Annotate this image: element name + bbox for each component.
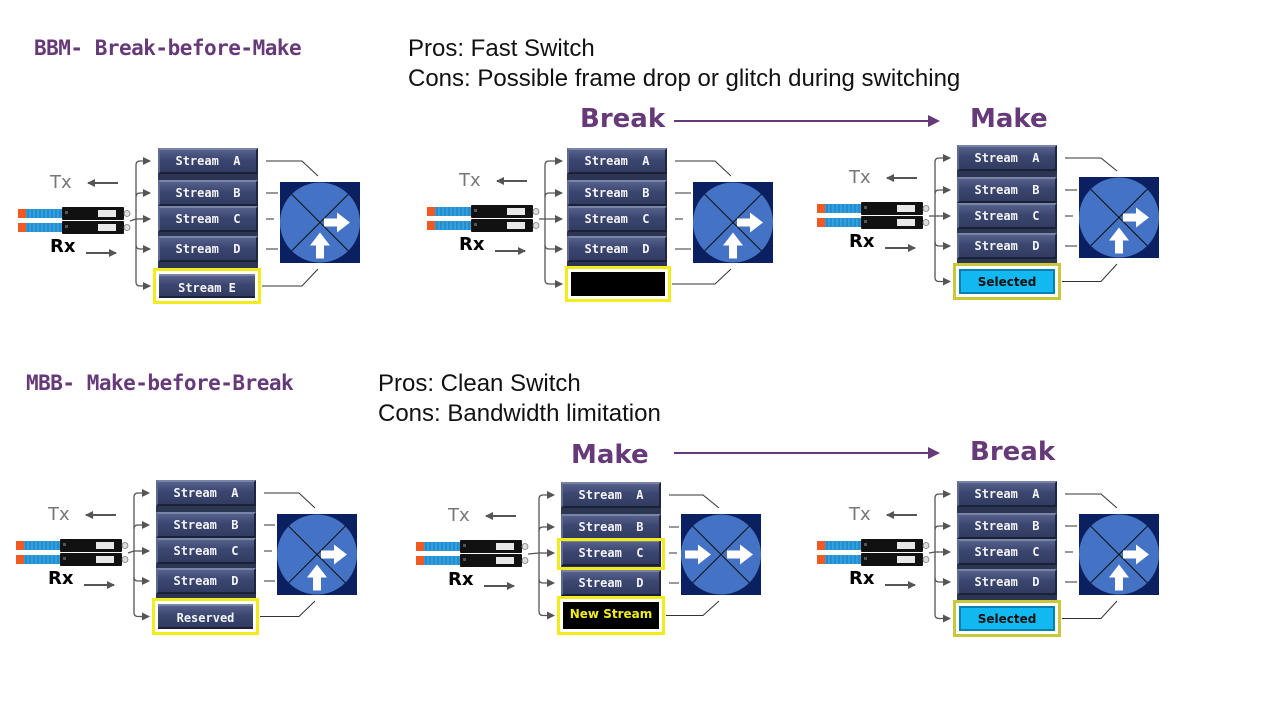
stream-d-button[interactable]: Stream D [567, 236, 667, 262]
stream-c-button[interactable]: Stream C [957, 203, 1057, 229]
stream-b-button[interactable]: Stream B [158, 180, 258, 206]
bbm-panel-1-tx-label: Tx [50, 172, 72, 193]
mbb-panel-3-tx-label: Tx [849, 504, 871, 525]
mbb-panel-2-slot-new[interactable]: New Stream [557, 596, 665, 635]
mbb-title: MBB- Make-before-Break [26, 371, 294, 395]
mbb-panel-2-rx-label: Rx [448, 569, 474, 590]
slot-label: New Stream [563, 602, 659, 629]
stream-c-button[interactable]: Stream C [957, 539, 1057, 565]
stream-a-button[interactable]: Stream A [561, 482, 661, 508]
mbb-panel-1-rx-label: Rx [48, 568, 74, 589]
slot-label: Selected [959, 269, 1055, 294]
stream-c-button[interactable]: Stream C [561, 540, 661, 566]
stream-d-button[interactable]: Stream D [957, 233, 1057, 259]
mbb-pros: Pros: Clean Switch [378, 370, 581, 397]
mbb-phase-arrow [674, 447, 940, 459]
slot-label: Stream E [159, 274, 255, 298]
bbm-panel-3-slot-selected[interactable]: Selected [953, 263, 1061, 300]
slot-label [571, 272, 665, 296]
stream-b-button[interactable]: Stream B [957, 513, 1057, 539]
bbm-panel-1-slot-highlighted[interactable]: Stream E [153, 268, 261, 304]
stream-a-button[interactable]: Stream A [158, 148, 258, 174]
bbm-phase-arrow [674, 115, 940, 127]
mbb-panel-3-graphics [817, 490, 1159, 623]
bbm-panel-3-tx-label: Tx [849, 167, 871, 188]
bbm-panel-2-rx-label: Rx [459, 234, 485, 255]
bbm-panel-1-graphics [18, 157, 360, 290]
bbm-panel-1-rx-label: Rx [50, 236, 76, 257]
stream-b-button[interactable]: Stream B [561, 514, 661, 540]
slot-label: Reserved [158, 604, 253, 629]
bbm-phase-break: Break [580, 104, 666, 134]
stream-a-button[interactable]: Stream A [567, 148, 667, 174]
stream-d-button[interactable]: Stream D [561, 570, 661, 596]
stream-c-button[interactable]: Stream C [158, 206, 258, 232]
stream-d-button[interactable]: Stream D [158, 236, 258, 262]
stream-a-button[interactable]: Stream A [957, 145, 1057, 171]
stream-highlight-border [557, 538, 665, 570]
stream-c-button[interactable]: Stream C [567, 206, 667, 232]
switch-two-way-icon [280, 182, 360, 263]
bbm-panel-2-slot-empty-black[interactable] [565, 266, 671, 302]
mbb-panel-2-tx-label: Tx [448, 505, 470, 526]
bbm-panel-3-rx-label: Rx [849, 231, 875, 252]
mbb-panel-1-tx-label: Tx [48, 504, 70, 525]
bbm-pros: Pros: Fast Switch [408, 35, 595, 62]
mbb-pros-cons: Pros: Clean Switch Cons: Bandwidth limit… [378, 369, 661, 429]
switch-two-way-icon [1079, 177, 1159, 258]
mbb-phase-make: Make [571, 440, 649, 470]
bbm-title: BBM- Break-before-Make [34, 36, 302, 60]
switch-two-way-icon [693, 182, 773, 263]
fiber-connector-icon [817, 202, 930, 229]
mbb-panel-2-graphics [416, 491, 761, 620]
stream-b-button[interactable]: Stream B [156, 512, 256, 538]
bbm-pros-cons: Pros: Fast Switch Cons: Possible frame d… [408, 34, 960, 94]
bbm-panel-2-tx-label: Tx [459, 170, 481, 191]
switch-dual-right-icon [681, 514, 761, 595]
bbm-phase-make: Make [970, 104, 1048, 134]
mbb-panel-3-rx-label: Rx [849, 568, 875, 589]
fiber-connector-icon [817, 539, 930, 566]
stream-a-button[interactable]: Stream A [957, 481, 1057, 507]
bbm-cons: Cons: Possible frame drop or glitch duri… [408, 65, 961, 92]
bbm-panel-2-graphics [427, 157, 773, 288]
fiber-connector-icon [416, 540, 529, 567]
mbb-panel-1-graphics [16, 489, 357, 621]
stream-b-button[interactable]: Stream B [957, 177, 1057, 203]
mbb-panel-3-slot-selected[interactable]: Selected [953, 600, 1061, 637]
mbb-panel-1-slot-highlighted[interactable]: Reserved [152, 598, 259, 635]
mbb-cons: Cons: Bandwidth limitation [378, 400, 661, 427]
fiber-connector-icon [16, 539, 129, 566]
switch-two-way-icon [1079, 514, 1159, 595]
stream-c-button[interactable]: Stream C [156, 538, 256, 564]
mbb-phase-break: Break [970, 437, 1056, 467]
switch-two-way-icon [277, 514, 357, 595]
stream-d-button[interactable]: Stream D [957, 569, 1057, 595]
stream-b-button[interactable]: Stream B [567, 180, 667, 206]
slot-label: Selected [959, 606, 1055, 631]
stream-a-button[interactable]: Stream A [156, 480, 256, 506]
fiber-connector-icon [18, 207, 131, 234]
stream-d-button[interactable]: Stream D [156, 568, 256, 594]
fiber-connector-icon [427, 205, 540, 232]
bbm-panel-3-graphics [817, 154, 1159, 286]
